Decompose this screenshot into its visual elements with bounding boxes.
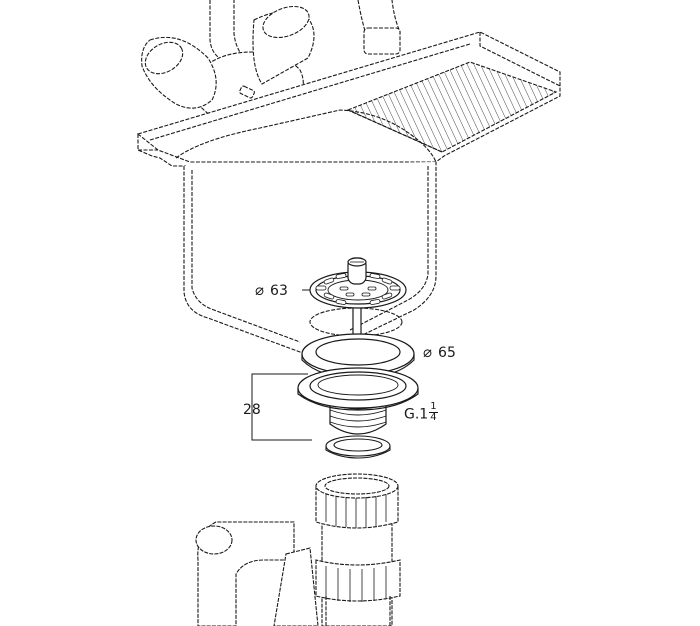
height-dimension-bracket (251, 373, 312, 441)
siphon-trap (195, 473, 401, 626)
strainer-diameter-label: ⌀ 63 (255, 281, 288, 299)
thread-fraction-denominator: 4 (430, 412, 437, 423)
drain-body (297, 367, 419, 435)
diameter-symbol: ⌀ (423, 343, 433, 361)
flange-diameter-label: ⌀ 65 (423, 343, 456, 361)
thread-prefix: G.1 (404, 406, 429, 423)
washer (325, 435, 391, 459)
flange-diameter-value: 65 (438, 345, 456, 361)
faucet-handle-cap-right (262, 5, 310, 39)
strainer-diameter-value: 63 (270, 283, 288, 299)
dimension-lines (251, 289, 312, 441)
height-label: 28 (243, 403, 261, 417)
strainer-basket (309, 257, 407, 385)
sink-bowl-rim (175, 109, 437, 163)
faucet-handle-cap (144, 41, 184, 75)
faucet-screw (239, 85, 255, 99)
siphon-lower-nut (315, 559, 401, 602)
faucet-pipe-nut (363, 27, 401, 55)
strainer-slots (315, 273, 401, 305)
flange-ring (301, 333, 415, 379)
sink-front-lip (137, 134, 186, 167)
diameter-symbol: ⌀ (255, 281, 265, 299)
sink-bowl-body (183, 162, 437, 355)
height-value: 28 (243, 402, 261, 418)
thread-fraction-numerator: 1 (429, 401, 438, 413)
siphon-outlet-nut (273, 547, 319, 626)
faucet-spout (209, 0, 248, 63)
